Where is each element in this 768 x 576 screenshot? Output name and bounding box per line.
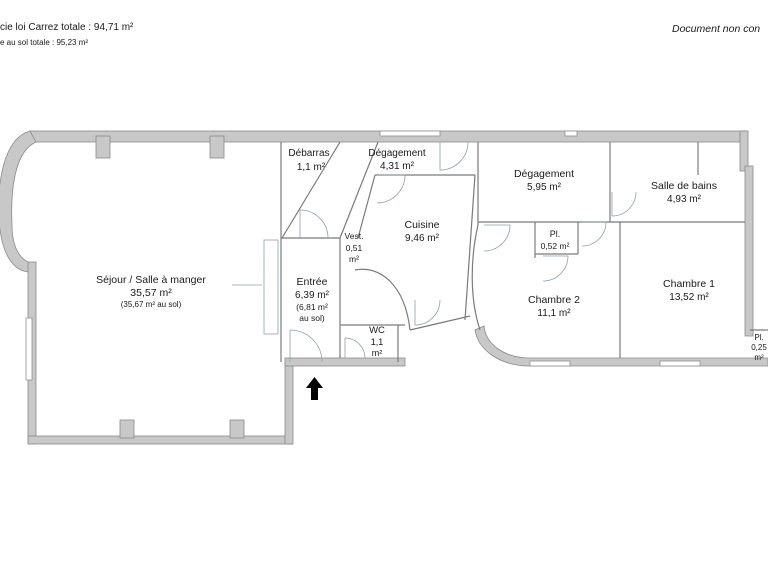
bottom-curved-wall [474, 325, 768, 367]
wall-deg1-diag [339, 141, 379, 239]
room-labels: Séjour / Salle à manger 35,57 m² (35,67 … [96, 148, 767, 362]
door-cuisine [376, 174, 406, 204]
door-debarras [299, 209, 329, 239]
sejour-area: 35,57 m² [130, 287, 172, 299]
wall-chambre2-left [471, 224, 481, 331]
cuisine-area: 9,46 m² [405, 233, 440, 244]
wall-cuisine-left [357, 174, 376, 239]
entry-bottom-wall [284, 357, 406, 367]
entree-name: Entrée [297, 276, 328, 288]
door-chambre2 [483, 224, 511, 252]
outer-walls [0, 130, 768, 445]
degagement1-name: Dégagement [368, 148, 425, 159]
pl2-area: 0,25 [751, 343, 767, 352]
pillar-1 [95, 135, 111, 159]
right-wall-sejour [284, 361, 294, 445]
disclaimer: Document non con [672, 23, 761, 35]
door-wc [344, 337, 366, 359]
wc-area: 1,1 [371, 337, 384, 347]
door-pl1 [542, 255, 569, 282]
degagement1-area: 4,31 m² [380, 161, 415, 172]
window-bottom-2 [659, 360, 701, 367]
doors [232, 141, 637, 363]
sejour-floor: (35,67 m² au sol) [121, 300, 182, 309]
door-sejour-double [263, 239, 279, 335]
pl2-unit: m² [754, 353, 764, 362]
floor-total: e au sol totale : 95,23 m² [0, 38, 89, 47]
door-sdb [611, 191, 637, 217]
bay-wall [0, 130, 37, 273]
door-deg1 [439, 141, 469, 171]
degagement2-area: 5,95 m² [527, 182, 562, 193]
bottom-wall-sejour [27, 435, 293, 445]
wall-cuisine-right [464, 174, 476, 321]
door-cuisine-bottom [414, 299, 441, 326]
debarras-name: Débarras [288, 148, 329, 159]
partitions [280, 141, 768, 362]
degagement2-name: Dégagement [514, 168, 574, 180]
door-entree [289, 329, 323, 363]
sdb-area: 4,93 m² [667, 194, 702, 205]
wc-unit: m² [372, 348, 383, 358]
pl2-name: Pl. [754, 333, 763, 342]
sejour-name: Séjour / Salle à manger [96, 274, 206, 286]
chambre1-name: Chambre 1 [663, 278, 715, 290]
entrance-arrow-icon [306, 377, 323, 400]
window-bottom-1 [529, 360, 571, 367]
right-wall-top [739, 130, 749, 172]
pl1-name: Pl. [550, 229, 561, 239]
right-wall [744, 165, 754, 337]
cuisine-name: Cuisine [404, 219, 439, 231]
pillar-4 [229, 419, 245, 439]
vest-name: Vest. [345, 231, 364, 241]
window-top-2 [564, 130, 578, 137]
sdb-name: Salle de bains [651, 180, 717, 192]
entree-floor-2: au sol) [299, 313, 325, 323]
entree-floor-1: (6,81 m² [296, 302, 328, 312]
wc-name: WC [369, 325, 385, 336]
pillar-3 [119, 419, 135, 439]
door-chambre1 [581, 221, 607, 247]
wall-debarras-diag [281, 141, 341, 239]
vest-unit: m² [349, 254, 359, 264]
window-top-1 [379, 130, 441, 137]
wall-cuisine-curve [354, 268, 411, 331]
carrez-total: cie loi Carrez totale : 94,71 m² [0, 22, 134, 33]
window-left [25, 317, 33, 381]
chambre1-area: 13,52 m² [669, 292, 709, 303]
entree-area: 6,39 m² [295, 290, 330, 301]
vest-area: 0,51 [346, 243, 363, 253]
chambre2-name: Chambre 2 [528, 294, 580, 306]
pl1-area: 0,52 m² [541, 241, 570, 251]
wall-cuisine-bottom [409, 315, 471, 331]
pillar-2 [209, 135, 225, 159]
debarras-area: 1,1 m² [297, 162, 326, 173]
chambre2-area: 11,1 m² [537, 308, 571, 319]
